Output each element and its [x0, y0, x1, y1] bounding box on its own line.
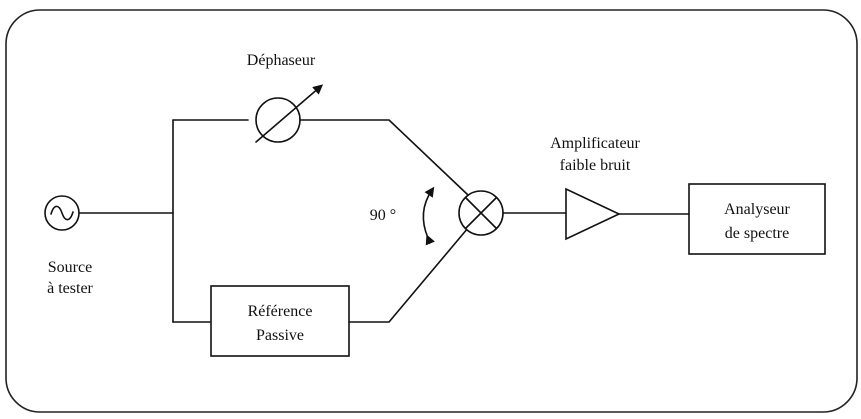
analyzer-label-line2: de spectre [725, 225, 789, 242]
angle-arc-arrow [422, 186, 435, 246]
phase-shifter-arrow-icon [255, 84, 324, 143]
phase-shifter-symbol [255, 84, 324, 143]
spectrum-analyzer-box [688, 183, 826, 255]
splitter-wires [78, 119, 249, 323]
upper-branch-wire [299, 119, 469, 196]
sine-wave-icon [50, 205, 74, 221]
source-symbol [44, 195, 80, 231]
reference-passive-box [210, 285, 350, 357]
analyzer-label-line1: Analyseur [724, 201, 790, 218]
mixer-symbol [458, 190, 504, 236]
angle-label: 90 ° [370, 207, 396, 224]
amplifier-label-line1: Amplificateur [550, 135, 640, 152]
dephaseur-label: Déphaseur [247, 52, 316, 69]
outer-frame [5, 9, 858, 413]
amplifier-label-line2: faible bruit [560, 157, 631, 174]
reference-label-line1: Référence [248, 303, 313, 320]
amplifier-triangle [565, 187, 621, 241]
reference-label-line2: Passive [256, 327, 304, 344]
source-label-line1: Source [48, 259, 92, 276]
lower-branch-wire [348, 227, 469, 323]
source-label-line2: à tester [47, 280, 93, 297]
